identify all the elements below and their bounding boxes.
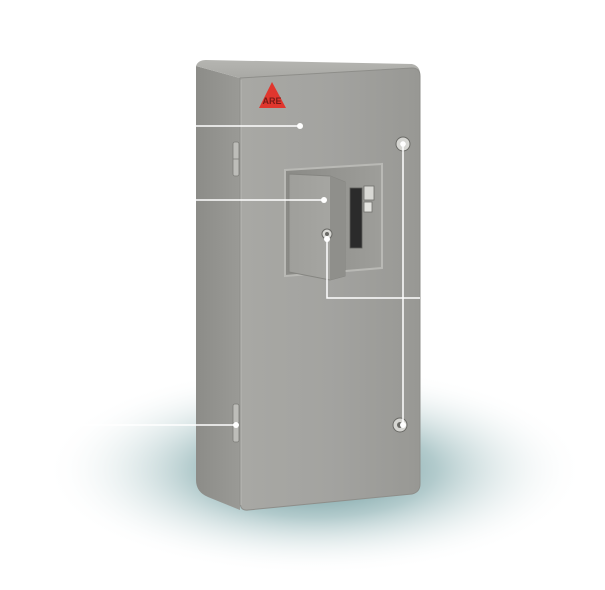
svg-text:ARE: ARE xyxy=(262,96,281,106)
breaker-toggle xyxy=(363,185,375,201)
meter-slot xyxy=(349,187,363,249)
hinge-icon xyxy=(232,141,240,177)
inspection-window-frame xyxy=(284,162,383,278)
callout-door-body xyxy=(196,123,303,129)
callout-window-lock xyxy=(324,236,420,299)
enclosure-door xyxy=(239,67,421,511)
callout-hinges xyxy=(72,422,239,428)
callout-inspection-window xyxy=(196,197,327,203)
triangular-brand-logo: ARE xyxy=(259,82,286,108)
lid-edge xyxy=(330,176,345,280)
enclosure-side-face xyxy=(196,66,240,510)
breaker-toggle xyxy=(363,201,373,213)
callout-door-locks xyxy=(400,141,406,428)
